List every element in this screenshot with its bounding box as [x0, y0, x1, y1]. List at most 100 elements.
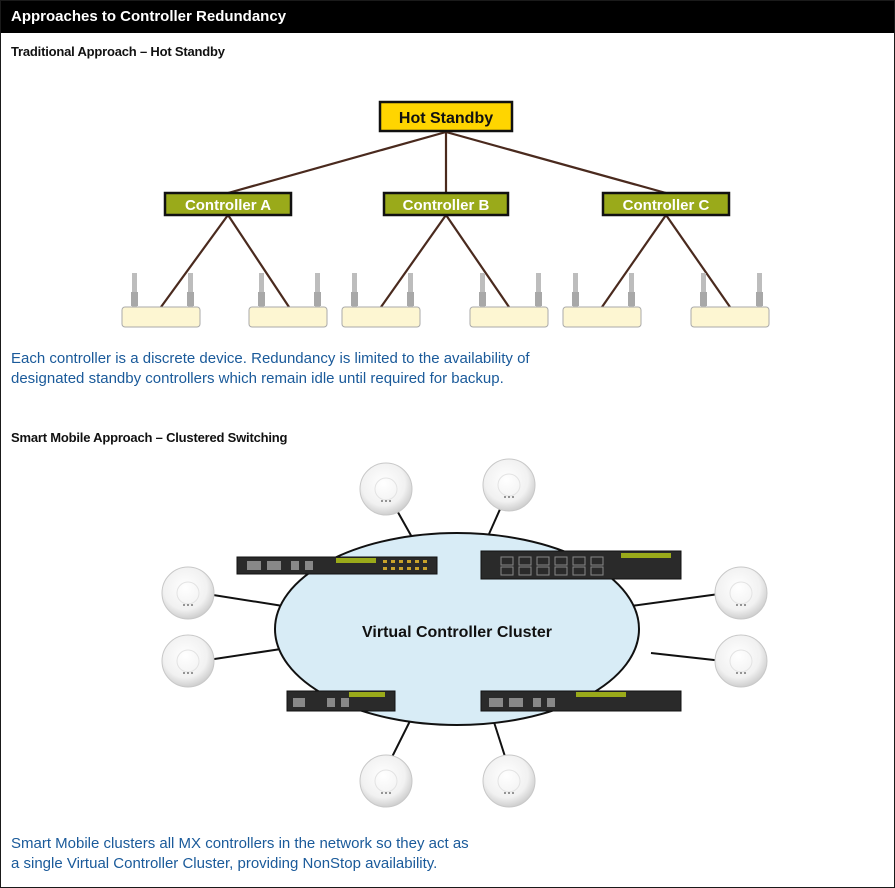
access-point-led — [512, 496, 514, 498]
controller-b-node: Controller B — [382, 191, 510, 217]
access-point-led — [183, 672, 185, 674]
access-point-disc — [714, 634, 768, 688]
legacy-access-point — [469, 273, 549, 328]
access-point-disc — [359, 754, 413, 808]
controller-b-label: Controller B — [403, 197, 490, 214]
antenna-base-icon — [131, 292, 138, 306]
round-access-point-icon — [359, 754, 413, 808]
cluster-access-points — [161, 458, 768, 808]
access-point-led — [187, 604, 189, 606]
access-point-led — [744, 672, 746, 674]
switch-top-left — [236, 556, 438, 575]
access-point-body — [562, 306, 642, 328]
cluster-links — [187, 488, 742, 770]
access-point-body — [121, 306, 201, 328]
hot-standby-label: Hot Standby — [399, 110, 493, 127]
smart-mobile-caption-line-2: a single Virtual Controller Cluster, pro… — [11, 855, 438, 872]
round-access-point-icon — [482, 458, 536, 512]
hierarchy-lines — [160, 130, 731, 308]
antenna-base-icon — [535, 292, 542, 306]
legacy-access-point — [690, 273, 770, 328]
access-point-body — [248, 306, 328, 328]
switch-bottom-left — [286, 690, 396, 712]
access-point-led — [512, 792, 514, 794]
round-access-point-icon — [161, 566, 215, 620]
antenna-icon — [573, 273, 578, 309]
antenna-base-icon — [258, 292, 265, 306]
access-point-disc — [161, 566, 215, 620]
antenna-base-icon — [351, 292, 358, 306]
antenna-icon — [757, 273, 762, 309]
access-point-led — [508, 792, 510, 794]
access-point-led — [191, 604, 193, 606]
access-point-led — [740, 672, 742, 674]
traditional-caption-line-2: designated standby controllers which rem… — [11, 370, 504, 387]
antenna-icon — [315, 273, 320, 309]
antenna-icon — [408, 273, 413, 309]
hot-standby-diagram: Hot Standby Controller A Controller B Co… — [121, 100, 770, 328]
antenna-icon — [629, 273, 634, 309]
antenna-icon — [352, 273, 357, 309]
access-point-body — [690, 306, 770, 328]
access-point-led — [191, 672, 193, 674]
access-point-led — [389, 792, 391, 794]
access-point-ring — [729, 581, 753, 605]
traditional-caption-line-1: Each controller is a discrete device. Re… — [11, 350, 530, 367]
access-point-ring — [374, 477, 398, 501]
access-point-ring — [497, 473, 521, 497]
access-point-disc — [482, 754, 536, 808]
cluster-label: Virtual Controller Cluster — [362, 624, 552, 641]
smart-mobile-caption: Smart Mobile clusters all MX controllers… — [11, 834, 771, 874]
controller-c-label: Controller C — [623, 197, 710, 214]
access-point-led — [744, 604, 746, 606]
access-point-disc — [161, 634, 215, 688]
access-point-ring — [374, 769, 398, 793]
antenna-base-icon — [572, 292, 579, 306]
antenna-base-icon — [700, 292, 707, 306]
switch-bottom-right — [480, 690, 682, 712]
access-point-ring — [176, 649, 200, 673]
round-access-point-icon — [161, 634, 215, 688]
controller-c-node: Controller C — [601, 191, 731, 217]
round-access-point-icon — [714, 566, 768, 620]
access-point-led — [183, 604, 185, 606]
access-point-led — [736, 672, 738, 674]
controller-a-node: Controller A — [163, 191, 293, 217]
antenna-base-icon — [756, 292, 763, 306]
antenna-icon — [132, 273, 137, 309]
antenna-base-icon — [628, 292, 635, 306]
access-point-led — [736, 604, 738, 606]
access-point-led — [504, 792, 506, 794]
access-point-disc — [359, 462, 413, 516]
access-point-led — [385, 792, 387, 794]
access-point-led — [508, 496, 510, 498]
legacy-access-point — [121, 273, 201, 328]
access-point-led — [381, 792, 383, 794]
access-point-led — [389, 500, 391, 502]
antenna-base-icon — [407, 292, 414, 306]
access-point-body — [341, 306, 421, 328]
legacy-access-point — [248, 273, 328, 328]
antenna-base-icon — [187, 292, 194, 306]
legacy-access-point — [341, 273, 421, 328]
access-point-ring — [176, 581, 200, 605]
access-point-led — [187, 672, 189, 674]
access-point-disc — [714, 566, 768, 620]
access-point-ring — [729, 649, 753, 673]
page-title: Approaches to Controller Redundancy — [1, 1, 894, 33]
hot-standby-node: Hot Standby — [378, 100, 514, 133]
antenna-icon — [701, 273, 706, 309]
access-point-ring — [497, 769, 521, 793]
round-access-point-icon — [359, 462, 413, 516]
cluster-ellipse — [274, 532, 640, 726]
legacy-access-point — [562, 273, 642, 328]
traditional-caption: Each controller is a discrete device. Re… — [11, 349, 771, 389]
switch-top-right — [480, 550, 682, 580]
controller-a-label: Controller A — [185, 197, 271, 214]
smart-mobile-caption-line-1: Smart Mobile clusters all MX controllers… — [11, 835, 469, 852]
round-access-point-icon — [482, 754, 536, 808]
access-point-led — [504, 496, 506, 498]
access-point-led — [381, 500, 383, 502]
smart-mobile-heading: Smart Mobile Approach – Clustered Switch… — [11, 430, 288, 445]
